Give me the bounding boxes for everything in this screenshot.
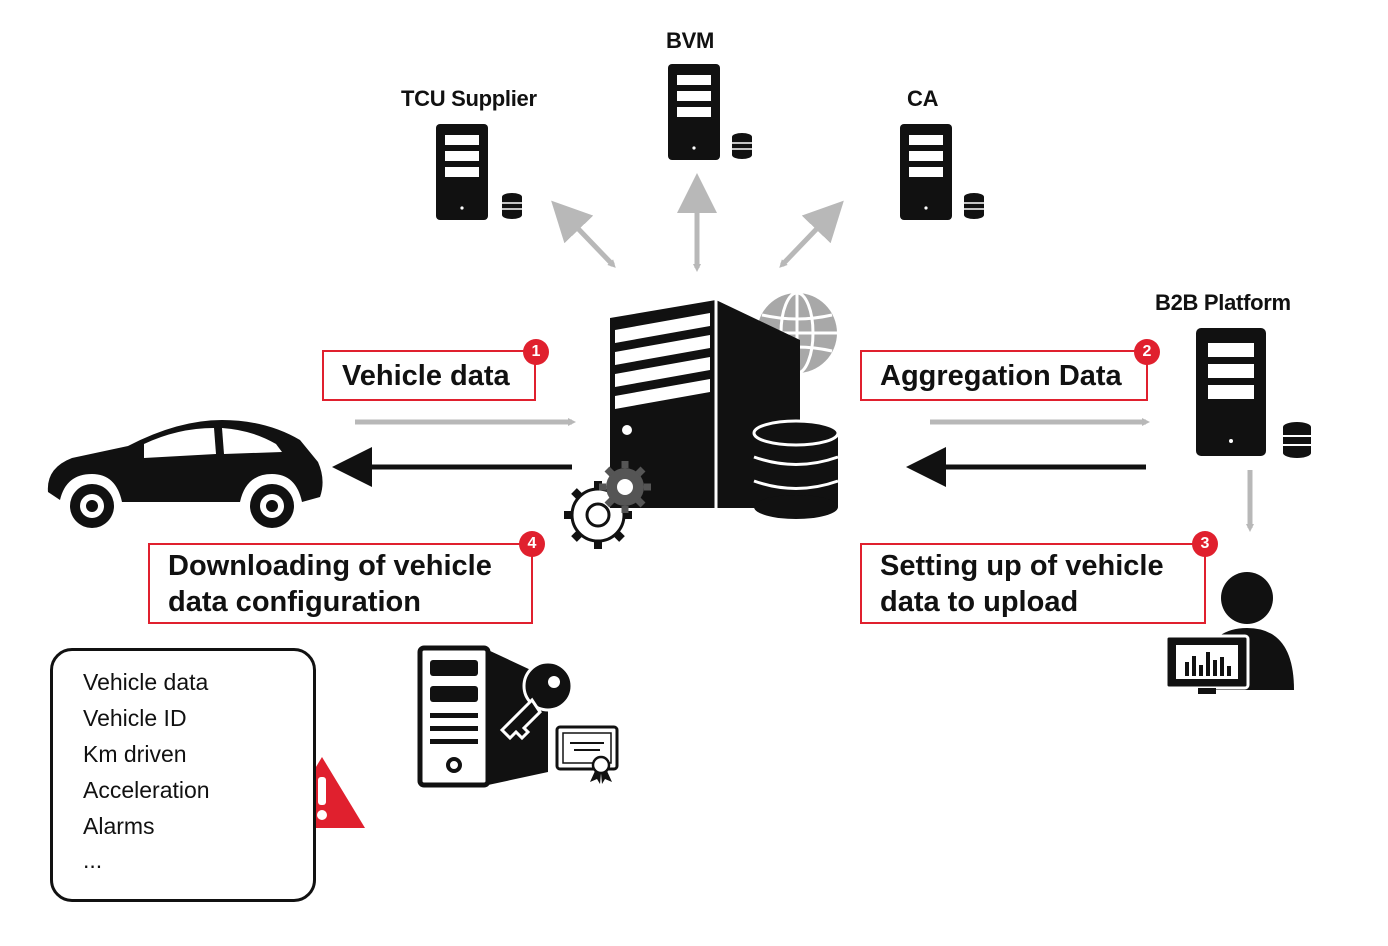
tcu-supplier-label: TCU Supplier [401,86,537,111]
step-4-badge: 4 [519,531,545,557]
step-downloading-box: Downloading of vehicle data configuratio… [148,543,533,624]
step-2-badge: 2 [1134,339,1160,365]
arrow-ca-center [779,200,844,268]
ca-label: CA [907,86,939,111]
bvm-server-icon [668,64,752,160]
gears-icon [564,461,651,549]
central-database-icon [752,419,840,519]
central-server-icon [610,300,800,508]
bvm-label: BVM [666,28,714,53]
step-aggregation-data-box: Aggregation Data [860,350,1148,401]
list-item-acceleration: Acceleration [83,777,210,803]
user-at-monitor-icon [1164,572,1294,694]
step-downloading-line2: data configuration [168,586,421,618]
step-setting-up-box: Setting up of vehicle data to upload [860,543,1206,624]
step-vehicle-data-label: Vehicle data [342,360,510,392]
list-item-ellipsis: ... [83,847,103,873]
step-downloading-line1: Downloading of vehicle [168,550,492,582]
b2b-platform-label: B2B Platform [1155,290,1291,315]
step-aggregation-data-label: Aggregation Data [880,360,1122,392]
bvm-database-icon [732,133,752,159]
key-icon [499,660,574,741]
step-setting-up-line1: Setting up of vehicle [880,550,1164,582]
ca-server-icon [900,124,984,220]
b2b-database-icon [1283,422,1311,458]
ca-database-icon [964,193,984,219]
step-vehicle-data-box: Vehicle data [322,350,536,401]
tcu-supplier-server-icon [436,124,522,220]
certificate-icon [555,725,619,784]
vehicle-data-list-panel: Vehicle data Vehicle ID Km driven Accele… [50,648,316,902]
list-item-vehicle-data: Vehicle data [83,669,209,695]
list-item-vehicle-id: Vehicle ID [83,705,187,731]
arrow-tcu-center [551,200,616,268]
list-item-km-driven: Km driven [83,741,187,767]
car-icon [47,420,323,528]
step-1-badge: 1 [523,339,549,365]
b2b-server-icon [1196,328,1311,458]
list-item-alarms: Alarms [83,813,155,839]
step-3-badge: 3 [1192,531,1218,557]
tcu-database-icon [502,193,522,219]
step-setting-up-line2: data to upload [880,586,1079,618]
